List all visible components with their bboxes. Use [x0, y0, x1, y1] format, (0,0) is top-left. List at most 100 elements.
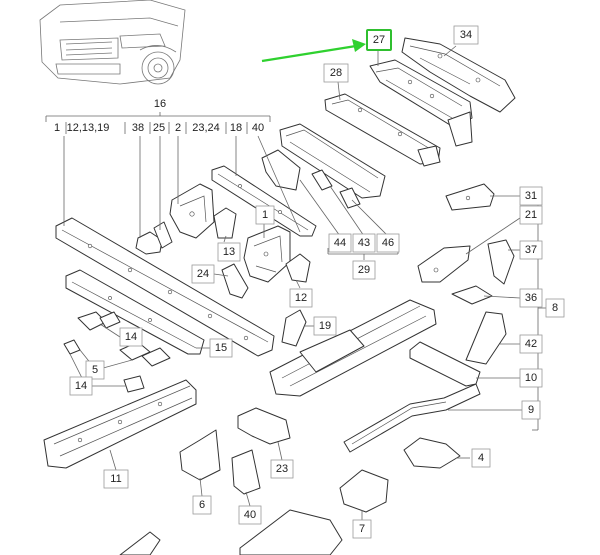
part-6: [179, 429, 221, 481]
group-8-bracket: [448, 189, 546, 431]
part-21: [417, 245, 471, 283]
part-9: [343, 383, 481, 453]
svg-text:6: 6: [199, 499, 205, 511]
svg-text:4: 4: [478, 452, 484, 464]
svg-text:14: 14: [125, 331, 137, 343]
svg-text:23: 23: [276, 463, 288, 475]
part-14-5-plates: [63, 311, 171, 393]
group-16-item: 12,13,19: [67, 122, 110, 134]
svg-text:14: 14: [75, 380, 87, 392]
part-11: [43, 379, 197, 469]
group-16-item: 25: [153, 122, 165, 134]
group-16-item: 18: [230, 122, 242, 134]
svg-text:44: 44: [334, 237, 346, 249]
svg-text:34: 34: [460, 29, 472, 41]
svg-text:11: 11: [110, 473, 121, 485]
svg-text:7: 7: [359, 523, 365, 535]
callout-43[interactable]: 43: [352, 233, 376, 253]
part-43-44-46: [261, 123, 386, 209]
part-4: [403, 437, 461, 469]
svg-text:19: 19: [319, 320, 331, 332]
part-1-bracket: [243, 225, 291, 283]
part-24: [221, 263, 249, 299]
part-12: [285, 253, 311, 283]
svg-text:42: 42: [525, 338, 537, 350]
group-16-leaders: [63, 135, 301, 238]
part-18: [211, 165, 317, 237]
callout-7[interactable]: 7: [352, 519, 372, 539]
svg-text:37: 37: [525, 244, 537, 256]
part-25-38-brackets: [135, 221, 173, 255]
callout-12[interactable]: 12: [289, 288, 313, 308]
highlight-arrow: [261, 39, 366, 63]
part-27: [369, 59, 473, 147]
callout-11[interactable]: 11: [103, 469, 129, 489]
svg-text:21: 21: [525, 209, 537, 221]
callout-14b[interactable]: 14: [69, 376, 93, 396]
svg-text:15: 15: [215, 342, 227, 354]
vehicle-front-sketch: [39, 0, 186, 85]
svg-text:13: 13: [223, 246, 235, 258]
callout-15[interactable]: 15: [209, 338, 233, 358]
group-29-bracket: [299, 179, 399, 260]
part-36: [451, 285, 493, 305]
group-16-label: 16: [154, 98, 166, 110]
callout-21[interactable]: 21: [519, 205, 543, 225]
svg-text:46: 46: [382, 237, 394, 249]
callout-24[interactable]: 24: [191, 264, 215, 284]
part-42: [465, 311, 507, 365]
callout-23[interactable]: 23: [270, 459, 294, 479]
group-16-item: 23,24: [192, 122, 220, 134]
part-13: [213, 207, 237, 239]
callout-27[interactable]: 27: [373, 34, 385, 46]
callout-40[interactable]: 40: [238, 505, 262, 525]
callout-27-box: [366, 29, 392, 51]
callout-42[interactable]: 42: [519, 334, 543, 354]
callout-6[interactable]: 6: [192, 495, 212, 515]
part-28: [324, 93, 441, 167]
svg-text:12: 12: [295, 292, 307, 304]
callout-28[interactable]: 28: [323, 63, 349, 83]
svg-text:40: 40: [244, 509, 256, 521]
callout-44[interactable]: 44: [328, 233, 352, 253]
part-1-long-rail: [55, 217, 275, 357]
svg-text:29: 29: [358, 264, 370, 276]
callout-8[interactable]: 8: [545, 298, 565, 318]
callout-31[interactable]: 31: [519, 186, 543, 206]
callout-37[interactable]: 37: [519, 240, 543, 260]
svg-text:8: 8: [552, 302, 558, 314]
group-16-bracket: [45, 112, 271, 122]
svg-text:1: 1: [262, 209, 268, 221]
callout-46[interactable]: 46: [376, 233, 400, 253]
svg-text:28: 28: [330, 67, 342, 79]
part-37: [487, 239, 515, 285]
svg-text:24: 24: [197, 268, 209, 280]
callout-14a[interactable]: 14: [119, 327, 143, 347]
callout-13[interactable]: 13: [217, 242, 241, 262]
svg-text:10: 10: [525, 372, 537, 384]
part-34: [401, 37, 516, 113]
group-16-item: 40: [252, 122, 264, 134]
svg-text:31: 31: [525, 190, 537, 202]
callout-4[interactable]: 4: [471, 448, 491, 468]
callout-9[interactable]: 9: [521, 400, 541, 420]
part-15-rail: [65, 269, 205, 355]
group-16-list: 1 12,13,19 38 25 2 23,24 18 40: [54, 122, 264, 134]
svg-text:9: 9: [528, 404, 534, 416]
svg-text:43: 43: [358, 237, 370, 249]
part-23: [237, 407, 291, 445]
callout-29[interactable]: 29: [352, 260, 376, 280]
callout-1[interactable]: 1: [255, 205, 275, 225]
callout-36[interactable]: 36: [519, 288, 543, 308]
svg-text:36: 36: [525, 292, 537, 304]
part-7: [339, 469, 389, 513]
callout-19[interactable]: 19: [313, 316, 337, 336]
group-16-item: 38: [132, 122, 144, 134]
part-19: [281, 309, 307, 347]
bottom-part: [119, 509, 343, 555]
callout-10[interactable]: 10: [519, 368, 543, 388]
group-16-item: 1: [54, 122, 60, 134]
callout-5[interactable]: 5: [85, 360, 105, 380]
callout-34[interactable]: 34: [453, 25, 479, 45]
